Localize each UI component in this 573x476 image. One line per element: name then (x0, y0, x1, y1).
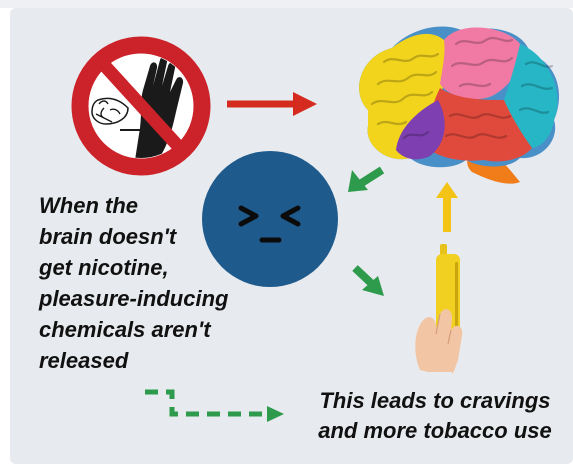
red-arrow-icon (227, 92, 317, 116)
green-arrow-icon (348, 170, 382, 192)
caption-line: released (39, 348, 128, 373)
dashed-green-arrow-icon (145, 392, 284, 422)
caption-line: This leads to cravings (319, 388, 550, 413)
caption-line: chemicals aren't (39, 317, 211, 342)
caption-line: and more tobacco use (318, 418, 552, 443)
caption-line: pleasure-inducing (39, 286, 228, 311)
yellow-arrow-icon (436, 182, 458, 232)
caption-line: get nicotine, (39, 255, 169, 280)
brain-without-nicotine-caption: When the brain doesn't get nicotine, ple… (39, 190, 269, 376)
cravings-caption: This leads to cravings and more tobacco … (300, 386, 570, 446)
caption-line: When the (39, 193, 138, 218)
green-arrow-icon (355, 268, 384, 296)
vape-pen-in-hand-icon (415, 244, 462, 374)
colorful-brain-icon (359, 26, 559, 183)
caption-line: brain doesn't (39, 224, 176, 249)
no-entry-hand-sign-icon (73, 38, 209, 174)
